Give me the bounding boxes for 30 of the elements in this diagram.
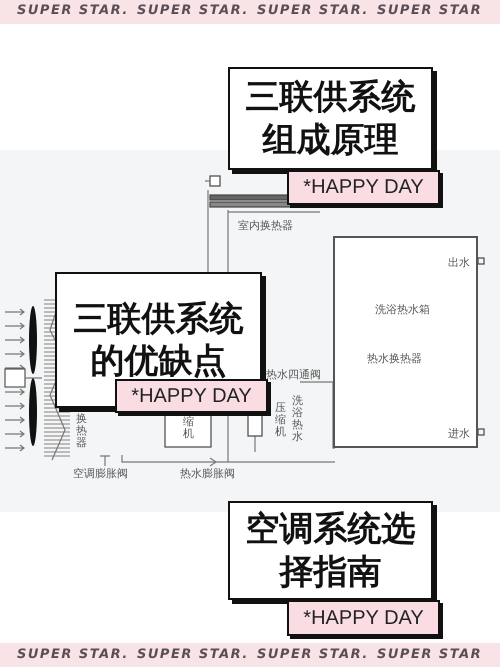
component-label: 热水四通阀 [266, 367, 321, 382]
card-title: 空调系统选择指南 [244, 508, 416, 593]
component-label: 换热器 [76, 413, 87, 450]
component-label: 室内换热器 [238, 218, 293, 233]
tag-label [115, 379, 268, 413]
tag-text: *HAPPY DAY [303, 606, 424, 630]
banner-text: SUPER STAR. [137, 3, 249, 18]
banner-text: SUPER STAR. [257, 647, 369, 662]
component-label: 缩机 [183, 416, 194, 440]
banner-text: SUPER STAR. [17, 3, 129, 18]
tag-text: *HAPPY DAY [131, 384, 252, 408]
component-label: 出水 [448, 255, 470, 270]
banner-text: SUPER STAR [377, 3, 482, 18]
component-label: 热水换热器 [367, 351, 422, 366]
component-label: 进水 [448, 426, 470, 441]
banner-text: SUPER STAR. [257, 3, 369, 18]
water-tank [333, 236, 478, 448]
component-label: 压缩机 [275, 402, 286, 438]
component-label: 空调膨胀阀 [73, 466, 128, 481]
component-label: 热水膨胀阀 [180, 466, 235, 481]
card-title: 三联供系统组成原理 [244, 76, 416, 161]
banner-text: SUPER STAR [377, 647, 482, 662]
tag-label [287, 170, 440, 205]
card-title: 三联供系统的优缺点 [72, 298, 244, 382]
component-label: 洗浴热水箱 [375, 302, 430, 317]
banner-text: SUPER STAR. [17, 647, 129, 662]
tag-label [287, 600, 440, 636]
tag-text: *HAPPY DAY [303, 176, 424, 199]
component-label: 洗浴热水 [292, 395, 303, 444]
banner-text: SUPER STAR. [137, 647, 249, 662]
